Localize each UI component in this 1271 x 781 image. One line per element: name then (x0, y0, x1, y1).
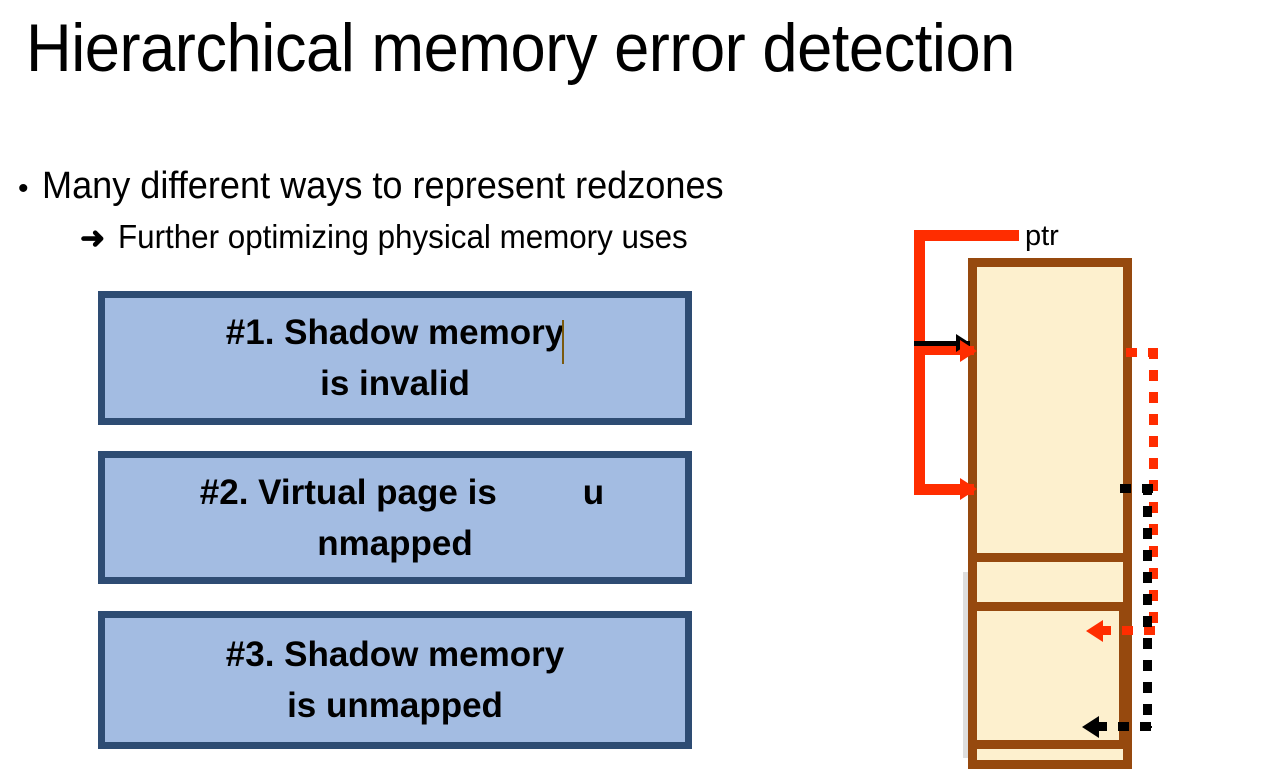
page-title: Hierarchical memory error detection (26, 10, 1015, 86)
redzone-black-arrowhead-icon (1082, 716, 1099, 738)
option-box-2-text: #2. Virtual page is u nmapped (105, 467, 685, 569)
bullet-item-primary: • Many different ways to represent redzo… (18, 160, 938, 212)
option-box-2-line-1-b: u (582, 472, 605, 512)
bullet-dot-icon: • (18, 172, 29, 205)
redzone-path-red-top (1126, 348, 1158, 357)
pointer-line-vertical (914, 230, 925, 495)
arrow-right-icon: ➜ (80, 222, 106, 255)
option-box-virtual-page-unmapped[interactable]: #2. Virtual page is u nmapped (98, 451, 692, 584)
pointer-line-horizontal (914, 230, 1019, 241)
redzone-red-arrowhead-icon (1086, 620, 1103, 642)
option-box-2-line-1-a: #2. Virtual page is (199, 472, 497, 512)
option-box-3-text: #3. Shadow memory is unmapped (105, 629, 685, 731)
redzone-path-black-vertical (1143, 484, 1152, 728)
pointer-arrowhead-1-icon (960, 340, 977, 362)
bullet-item-primary-label: Many different ways to represent redzone… (41, 165, 724, 207)
text-cursor-caret (561, 320, 564, 364)
redzone-path-black-inbound (1096, 722, 1154, 731)
bullet-item-secondary: ➜ Further optimizing physical memory use… (18, 212, 938, 262)
redzone-path-black-top (1120, 484, 1158, 493)
option-box-1-text: #1. Shadow memory is invalid (105, 307, 685, 409)
option-box-1-line-2: is invalid (320, 364, 470, 403)
pointer-label: ptr (1025, 220, 1059, 252)
pointer-arrowhead-2-icon (960, 478, 977, 500)
redzone-path-red-inbound (1100, 626, 1158, 635)
memory-layout-diagram: ptr (900, 210, 1271, 781)
option-box-3-line-1: #3. Shadow memory (225, 635, 565, 674)
option-box-2-line-2: nmapped (317, 523, 473, 563)
memory-block-top (968, 258, 1132, 558)
bullet-list: • Many different ways to represent redzo… (18, 160, 938, 262)
option-box-3-line-2: is unmapped (287, 686, 503, 725)
option-box-1-line-1: #1. Shadow memory (225, 313, 565, 352)
option-box-2-line-1: #2. Virtual page is u (115, 467, 675, 518)
pointer-branch-1 (914, 346, 974, 355)
option-box-shadow-memory-invalid[interactable]: #1. Shadow memory is invalid (98, 291, 692, 425)
bullet-item-secondary-label: Further optimizing physical memory uses (118, 218, 688, 255)
pointer-branch-2 (914, 484, 974, 495)
option-box-shadow-memory-unmapped[interactable]: #3. Shadow memory is unmapped (98, 611, 692, 749)
pointer-branch-1-shadow (914, 341, 970, 348)
